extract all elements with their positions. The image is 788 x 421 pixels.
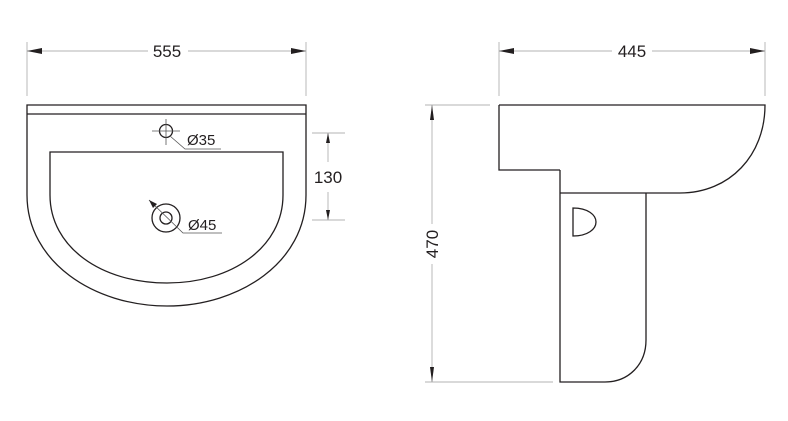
- height-dimension: 470: [423, 104, 553, 383]
- width-dimension: 555: [26, 40, 307, 96]
- side-view: 445 470: [423, 40, 766, 383]
- basin-outline: [26, 104, 307, 307]
- depth-dimension: 130: [312, 132, 345, 221]
- waste-outlet: Ø45: [148, 199, 222, 234]
- tap-hole-label: Ø35: [187, 132, 215, 149]
- basin-side-profile: [498, 104, 766, 194]
- pedestal-profile: [559, 170, 647, 383]
- projection-dimension: 445: [498, 40, 766, 96]
- height-label: 470: [423, 230, 442, 258]
- arrow-right-icon: [291, 48, 306, 54]
- depth-label: 130: [314, 168, 342, 187]
- arrow-left-icon: [27, 48, 42, 54]
- pedestal-opening: [572, 207, 597, 237]
- front-view: 555 Ø35 Ø45 130: [26, 40, 345, 307]
- waste-label: Ø45: [188, 217, 216, 234]
- projection-label: 445: [618, 42, 646, 61]
- width-label: 555: [153, 42, 181, 61]
- tap-hole: Ø35: [152, 119, 221, 150]
- bowl-outline: [49, 151, 284, 284]
